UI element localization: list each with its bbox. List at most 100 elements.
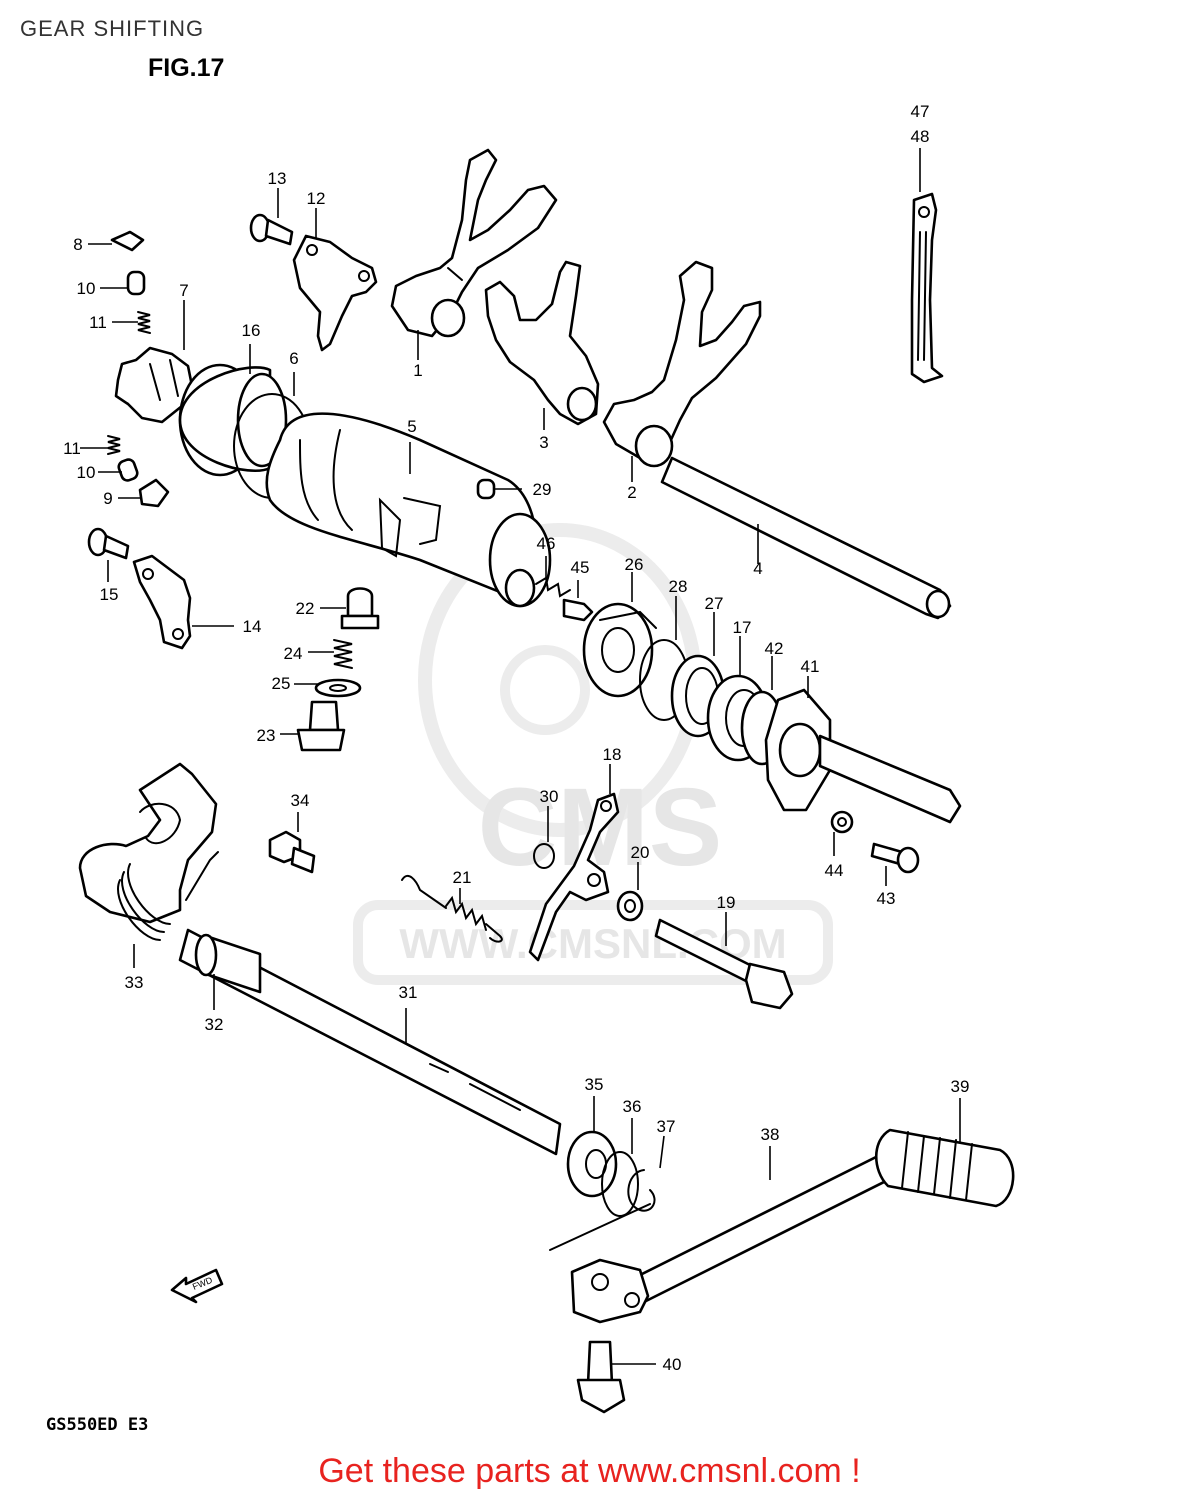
part-1-shift-fork: [390, 148, 558, 360]
callout-4: 4: [753, 559, 762, 578]
callout-6: 6: [289, 349, 298, 368]
callout-47: 47: [911, 102, 930, 121]
callout-37: 37: [657, 1117, 676, 1136]
callout-11: 11: [89, 313, 107, 332]
part-3-shift-fork: [484, 260, 600, 430]
callout-41: 41: [801, 657, 820, 676]
part-34-bolt: [268, 812, 316, 874]
callout-21: 21: [453, 868, 472, 887]
callout-14: 14: [243, 617, 262, 636]
callout-15: 15: [100, 585, 119, 604]
part-44-washer: [830, 810, 854, 856]
callout-30: 30: [540, 787, 559, 806]
model-code: GS550ED E3: [46, 1415, 149, 1435]
callout-38: 38: [761, 1125, 780, 1144]
part-35-seal: [566, 1096, 618, 1198]
part-12-plate: [292, 208, 378, 352]
callout-13: 13: [268, 169, 287, 188]
part-10-pin: [100, 270, 146, 296]
callout-45: 45: [571, 558, 590, 577]
callout-2: 2: [627, 483, 636, 502]
callout-40: 40: [663, 1355, 682, 1374]
part-29-pin: [476, 478, 522, 500]
part-30-clip: [533, 806, 555, 869]
callout-42: 42: [765, 639, 784, 658]
callout-48: 48: [911, 127, 930, 146]
part-33-arm-spring: [78, 762, 219, 968]
part-43-screw: [870, 842, 920, 886]
part-2-shift-fork: [602, 260, 762, 482]
callout-33: 33: [125, 973, 144, 992]
callout-11: 11: [63, 439, 81, 458]
callout-20: 20: [631, 843, 650, 862]
part-39-footrest-rubber: [875, 1098, 1015, 1208]
callout-18: 18: [603, 745, 622, 764]
figure-label: FIG.17: [148, 54, 225, 82]
part-23-plug: [280, 700, 346, 752]
part-15-screw: [87, 527, 130, 582]
part-10-pin-lower: [98, 458, 139, 482]
callout-10: 10: [77, 463, 96, 482]
part-40-bolt: [576, 1340, 656, 1414]
callout-39: 39: [951, 1077, 970, 1096]
part-24-spring: [308, 639, 353, 669]
part-46-spring: [535, 556, 571, 598]
part-16-bearing: [178, 344, 288, 477]
callout-28: 28: [669, 577, 688, 596]
part-8-plate: [88, 230, 145, 252]
part-41-switch: [764, 676, 962, 824]
part-45-pin: [562, 580, 594, 622]
callout-35: 35: [585, 1075, 604, 1094]
callout-34: 34: [291, 791, 310, 810]
callout-29: 29: [533, 480, 552, 499]
part-20-washer: [616, 862, 644, 922]
part-25-washer: [294, 678, 362, 698]
callout-3: 3: [539, 433, 548, 452]
fwd-arrow-icon: FWD: [170, 1268, 224, 1304]
part-47-48-bracket: [910, 148, 944, 384]
callout-1: 1: [413, 361, 422, 380]
part-14-plate: [132, 554, 234, 650]
part-36-washer: [601, 1118, 639, 1217]
part-19-bolt: [654, 912, 794, 1010]
page-title: GEAR SHIFTING: [20, 16, 205, 41]
callout-7: 7: [179, 281, 188, 300]
callout-16: 16: [242, 321, 261, 340]
callout-10: 10: [77, 279, 96, 298]
part-13-screw: [249, 188, 294, 246]
part-9-plate: [118, 478, 170, 508]
callout-24: 24: [284, 644, 303, 663]
callout-5: 5: [407, 417, 416, 436]
callout-31: 31: [399, 983, 418, 1002]
part-31-gearshift-shaft: [178, 928, 562, 1156]
callout-26: 26: [625, 555, 644, 574]
part-37-clip: [627, 1135, 665, 1212]
callout-46: 46: [537, 534, 556, 553]
callout-25: 25: [272, 674, 291, 693]
callout-12: 12: [307, 189, 326, 208]
part-22-plunger: [320, 587, 380, 630]
cta-link[interactable]: Get these parts at www.cmsnl.com !: [318, 1452, 861, 1490]
callout-8: 8: [73, 235, 82, 254]
callout-22: 22: [296, 599, 315, 618]
callout-9: 9: [103, 489, 112, 508]
callout-36: 36: [623, 1097, 642, 1116]
part-38-gearshift-lever: [549, 1146, 902, 1324]
part-4-fork-shaft: [660, 456, 952, 620]
part-5-shift-drum: [265, 412, 552, 608]
part-21-spring: [401, 874, 503, 943]
callout-44: 44: [825, 861, 844, 880]
callout-19: 19: [717, 893, 736, 912]
callout-23: 23: [257, 726, 276, 745]
part-11-spring-lower: [80, 435, 121, 455]
part-32-collar: [194, 933, 262, 1010]
part-11-spring: [112, 311, 151, 334]
callout-32: 32: [205, 1015, 224, 1034]
part-18-arm: [528, 764, 620, 962]
callout-17: 17: [733, 618, 752, 637]
callout-43: 43: [877, 889, 896, 908]
callout-27: 27: [705, 594, 724, 613]
part-26-cam-plate: [582, 572, 657, 698]
